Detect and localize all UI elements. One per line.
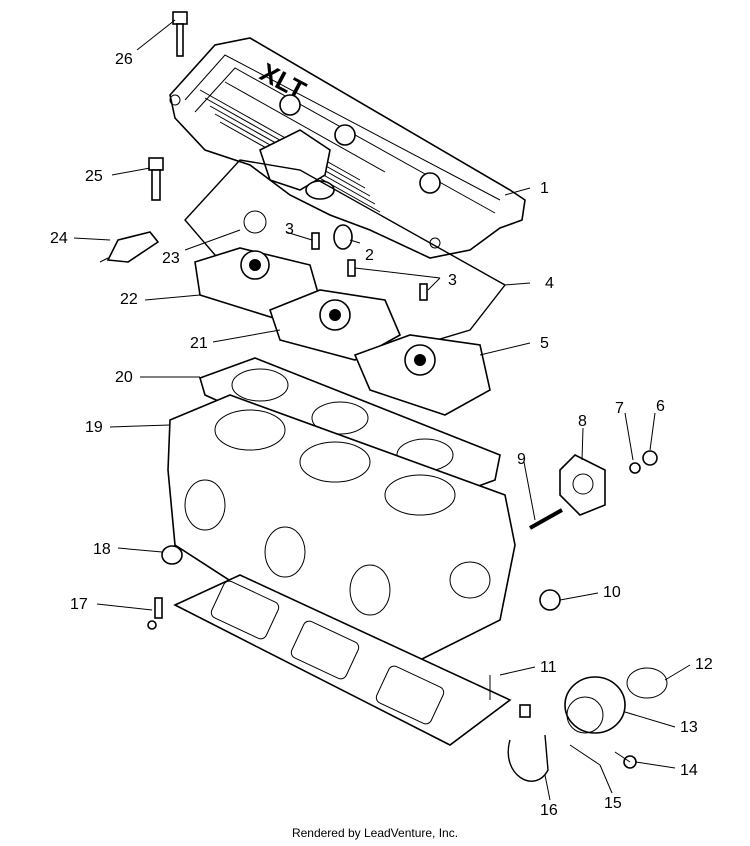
leader-lines xyxy=(73,19,691,801)
cylinder-head-5 xyxy=(353,334,491,416)
callout-9: 9 xyxy=(517,451,526,468)
callout-17: 17 xyxy=(70,596,88,613)
callout-7: 7 xyxy=(615,400,624,417)
cylinder-head-21 xyxy=(269,289,402,361)
bolt-26 xyxy=(172,11,188,57)
callout-5: 5 xyxy=(540,335,549,352)
callout-26: 26 xyxy=(115,51,133,68)
head-gasket xyxy=(199,357,501,501)
footer-credit: Rendered by LeadVenture, Inc. xyxy=(291,826,459,840)
callout-6: 6 xyxy=(656,398,665,415)
sensor-24 xyxy=(99,231,160,263)
washer-7 xyxy=(629,462,641,474)
callout-25: 25 xyxy=(85,168,103,185)
callout-23: 23 xyxy=(162,250,180,267)
callout-8: 8 xyxy=(578,413,587,430)
callout-15: 15 xyxy=(604,795,622,812)
callout-3a: 3 xyxy=(285,221,294,238)
callout-1: 1 xyxy=(540,180,549,197)
callout-21: 21 xyxy=(190,335,208,352)
callout-22: 22 xyxy=(120,291,138,308)
callout-11: 11 xyxy=(540,659,557,676)
screw-14 xyxy=(614,751,637,769)
callout-labels: 1 2 3 3 4 5 6 7 8 9 10 11 12 13 14 15 16… xyxy=(50,51,713,819)
fitting-17 xyxy=(147,597,163,630)
callout-19: 19 xyxy=(85,419,103,436)
callout-24: 24 xyxy=(50,230,68,247)
callout-20: 20 xyxy=(115,369,133,386)
clamp-16 xyxy=(507,704,549,782)
callout-13: 13 xyxy=(680,719,698,736)
callout-12: 12 xyxy=(695,656,713,673)
callout-10: 10 xyxy=(603,584,621,601)
callout-3b: 3 xyxy=(448,272,457,289)
o-ring-12 xyxy=(626,667,668,699)
screw-15 xyxy=(569,744,601,766)
callout-2: 2 xyxy=(365,247,374,264)
nut-10 xyxy=(539,589,561,611)
gasket-8 xyxy=(559,454,606,516)
base-gasket xyxy=(173,574,512,746)
valve-cover: XLT xyxy=(169,37,526,259)
callout-4: 4 xyxy=(545,275,554,292)
stud-9 xyxy=(529,508,563,530)
callout-14: 14 xyxy=(680,762,698,779)
nut-6 xyxy=(642,450,658,466)
plug-18 xyxy=(161,545,183,565)
intake-boot-13 xyxy=(564,676,626,734)
fitting-2 xyxy=(333,224,353,250)
callout-16: 16 xyxy=(540,802,558,819)
callout-18: 18 xyxy=(93,541,111,558)
o-ring-23 xyxy=(243,210,267,234)
bolt-25 xyxy=(148,157,164,201)
